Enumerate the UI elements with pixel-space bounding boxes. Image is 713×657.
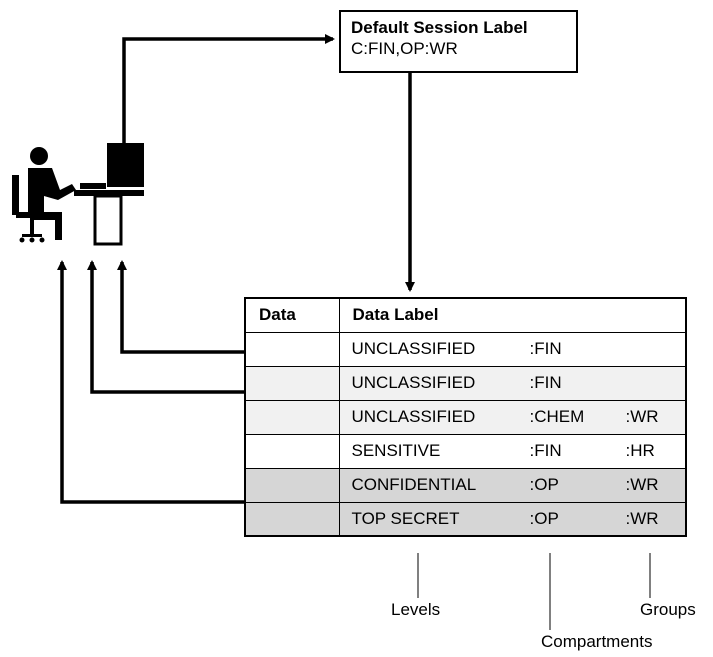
data-label-cell: TOP SECRET :OP :WR	[338, 501, 687, 537]
data-cell	[244, 501, 340, 537]
data-cell	[244, 433, 340, 469]
table-row: UNCLASSIFIED :FIN	[244, 365, 687, 401]
label-group: :HR	[625, 441, 655, 460]
label-level: TOP SECRET	[351, 508, 460, 528]
callout-lines	[417, 553, 651, 630]
label-level: UNCLASSIFIED	[351, 373, 476, 392]
label-compartment: :OP	[529, 508, 559, 528]
data-cell	[244, 467, 340, 503]
label-compartment: :FIN	[529, 339, 562, 358]
label-level: UNCLASSIFIED	[351, 339, 476, 358]
table-row: UNCLASSIFIED :FIN	[244, 331, 687, 367]
data-label-cell: SENSITIVE :FIN :HR	[338, 433, 687, 469]
label-compartment: :FIN	[529, 441, 562, 460]
user-at-workstation-icon	[12, 143, 144, 246]
session-title: Default Session Label	[351, 18, 528, 37]
table-row: UNCLASSIFIED :CHEM :WR	[244, 399, 687, 435]
callout-groups: Groups	[640, 600, 696, 619]
data-label-cell: CONFIDENTIAL :OP :WR	[338, 467, 687, 503]
data-label-cell: UNCLASSIFIED :CHEM :WR	[338, 399, 687, 435]
label-level: CONFIDENTIAL	[351, 475, 477, 494]
table-row: TOP SECRET :OP :WR	[244, 501, 687, 537]
header-data: Data	[244, 297, 340, 333]
table-row: CONFIDENTIAL :OP :WR	[244, 467, 687, 503]
label-compartment: :CHEM	[529, 407, 585, 426]
label-group: :WR	[625, 508, 659, 528]
label-level: UNCLASSIFIED	[351, 407, 476, 426]
label-compartment: :FIN	[529, 373, 562, 392]
table-row: SENSITIVE :FIN :HR	[244, 433, 687, 469]
label-compartment: :OP	[529, 475, 559, 494]
data-cell	[244, 399, 340, 435]
session-value: C:FIN,OP:WR	[351, 39, 458, 58]
data-label-cell: UNCLASSIFIED :FIN	[338, 365, 687, 401]
session-arrow	[122, 34, 335, 143]
label-level: SENSITIVE	[351, 441, 441, 460]
label-group: :WR	[625, 407, 659, 426]
data-cell	[244, 365, 340, 401]
data-cell	[244, 331, 340, 367]
default-session-label-box: Default Session Label C:FIN,OP:WR	[339, 10, 578, 73]
callout-compartments: Compartments	[541, 632, 653, 651]
header-data-label: Data Label	[338, 297, 687, 333]
table-header-row: Data Data Label	[244, 297, 687, 333]
access-arrows	[57, 260, 244, 504]
label-group: :WR	[625, 475, 659, 494]
data-label-cell: UNCLASSIFIED :FIN	[338, 331, 687, 367]
callout-levels: Levels	[391, 600, 441, 619]
